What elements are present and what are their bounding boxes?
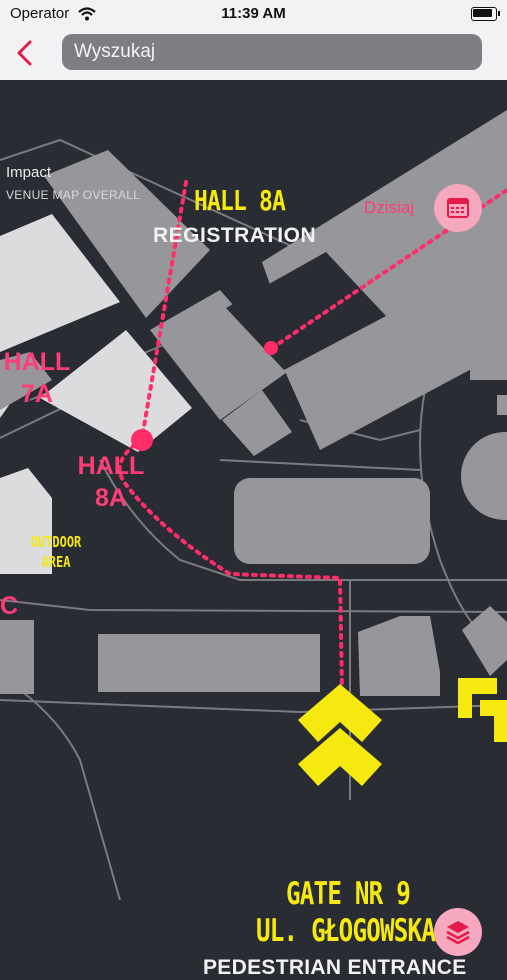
hall-8a-label: HALL 8A <box>70 450 152 514</box>
hall-c-label: C <box>0 592 19 620</box>
today-button[interactable] <box>434 184 482 232</box>
nav-bar: Wyszukaj <box>0 28 507 80</box>
clock: 11:39 AM <box>221 5 286 22</box>
battery-icon <box>471 7 500 21</box>
street-label: UL. GŁOGOWSKA <box>256 913 436 949</box>
venue-map[interactable]: Impact VENUE MAP OVERALL HALL 8A REGISTR… <box>0 80 507 979</box>
pedestrian-entrance-label: PEDESTRIAN ENTRANCE <box>203 956 467 979</box>
layers-button[interactable] <box>434 908 482 956</box>
search-input[interactable]: Wyszukaj <box>62 34 482 70</box>
status-bar: Operator 11:39 AM <box>0 0 507 28</box>
wifi-icon <box>78 7 96 21</box>
hall-8a-sign: HALL 8A <box>194 184 286 217</box>
carrier-name: Operator <box>10 5 70 22</box>
gate-label: GATE NR 9 <box>286 876 411 912</box>
map-canvas <box>0 80 507 900</box>
chevron-left-icon[interactable] <box>12 38 38 68</box>
hall-8a-text: HALL 8A <box>77 452 145 512</box>
registration-label: REGISTRATION <box>153 224 317 247</box>
calendar-icon <box>447 198 469 218</box>
hall-7a-text: HALL 7A <box>3 348 71 408</box>
outdoor-area-text: OUTDOOR AREA <box>30 533 82 571</box>
hall-7a-label: HALL 7A <box>0 346 74 410</box>
outdoor-area-label: OUTDOOR AREA <box>27 532 85 572</box>
map-subtitle: VENUE MAP OVERALL <box>6 188 141 202</box>
today-label[interactable]: Dzisiaj <box>364 198 415 217</box>
map-title: Impact <box>6 164 52 181</box>
layers-icon <box>446 921 470 945</box>
